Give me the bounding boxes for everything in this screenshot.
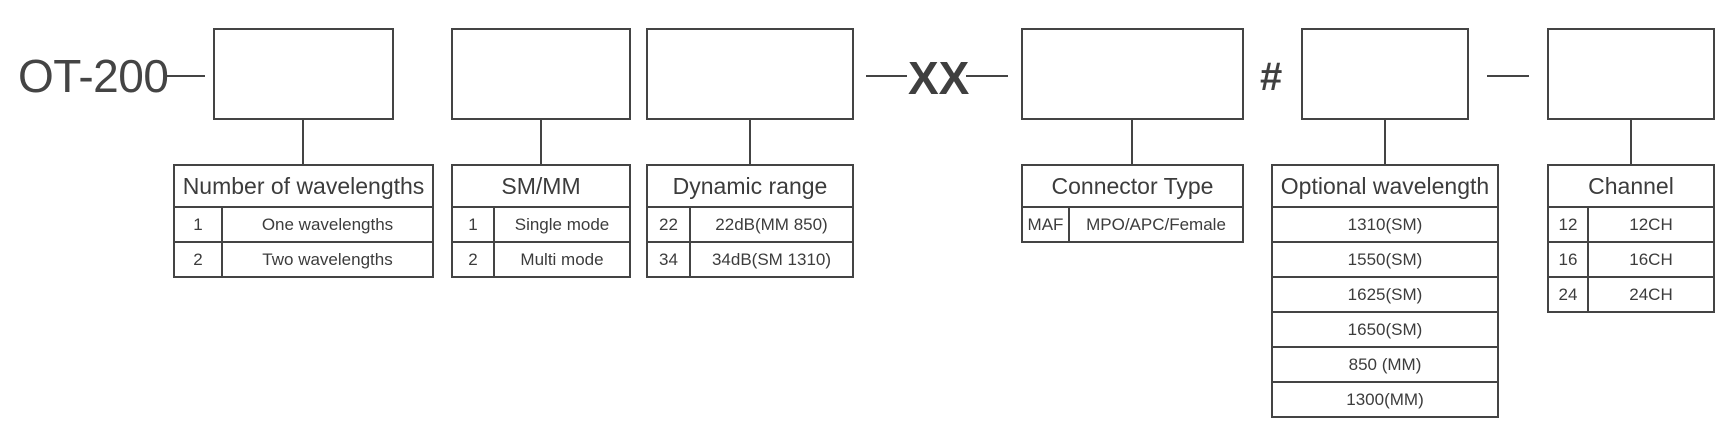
table-header: Connector Type bbox=[1021, 164, 1244, 208]
table-row: 1300(MM) bbox=[1271, 381, 1499, 418]
table-header: Channel bbox=[1547, 164, 1715, 208]
option-code: 12 bbox=[1547, 206, 1589, 243]
table-header: Dynamic range bbox=[646, 164, 854, 208]
slot-connector bbox=[1021, 28, 1244, 120]
option-code: 2 bbox=[451, 241, 495, 278]
table-row: 24 24CH bbox=[1547, 276, 1715, 313]
option-code: 16 bbox=[1547, 241, 1589, 278]
mode-table: SM/MM 1 Single mode 2 Multi mode bbox=[451, 164, 631, 278]
option-code: 24 bbox=[1547, 276, 1589, 313]
option-label: Single mode bbox=[493, 206, 631, 243]
drop-line bbox=[1131, 120, 1133, 164]
optional-wavelength-table: Optional wavelength 1310(SM) 1550(SM) 16… bbox=[1271, 164, 1499, 418]
option-label: 24CH bbox=[1587, 276, 1715, 313]
connector-line bbox=[866, 75, 907, 77]
wavelengths-table: Number of wavelengths 1 One wavelengths … bbox=[173, 164, 434, 278]
channel-table: Channel 12 12CH 16 16CH 24 24CH bbox=[1547, 164, 1715, 313]
option-label: 34dB(SM 1310) bbox=[689, 241, 854, 278]
dynamic-range-table: Dynamic range 22 22dB(MM 850) 34 34dB(SM… bbox=[646, 164, 854, 278]
option-label: MPO/APC/Female bbox=[1068, 206, 1244, 243]
connector-table: Connector Type MAF MPO/APC/Female bbox=[1021, 164, 1244, 243]
option-code: 1 bbox=[173, 206, 223, 243]
option-label: 1550(SM) bbox=[1271, 241, 1499, 278]
slot-optional-wavelength bbox=[1301, 28, 1469, 120]
table-header: Number of wavelengths bbox=[173, 164, 434, 208]
option-code: 1 bbox=[451, 206, 495, 243]
drop-line bbox=[1630, 120, 1632, 164]
separator-xx: XX bbox=[908, 52, 970, 104]
connector-line bbox=[966, 75, 1008, 77]
option-label: 1300(MM) bbox=[1271, 381, 1499, 418]
option-label: Multi mode bbox=[493, 241, 631, 278]
slot-mode bbox=[451, 28, 631, 120]
table-row: 1550(SM) bbox=[1271, 241, 1499, 278]
option-code: 2 bbox=[173, 241, 223, 278]
option-code: 22 bbox=[646, 206, 691, 243]
option-label: Two wavelengths bbox=[221, 241, 434, 278]
table-row: 1 Single mode bbox=[451, 206, 631, 243]
model-prefix: OT-200 bbox=[18, 50, 169, 102]
option-label: One wavelengths bbox=[221, 206, 434, 243]
table-row: 12 12CH bbox=[1547, 206, 1715, 243]
separator-hash: # bbox=[1260, 55, 1283, 99]
option-code: 34 bbox=[646, 241, 691, 278]
table-row: 1 One wavelengths bbox=[173, 206, 434, 243]
connector-line bbox=[1487, 75, 1529, 77]
option-label: 1625(SM) bbox=[1271, 276, 1499, 313]
table-row: 1310(SM) bbox=[1271, 206, 1499, 243]
table-row: 16 16CH bbox=[1547, 241, 1715, 278]
option-label: 1310(SM) bbox=[1271, 206, 1499, 243]
slot-wavelengths bbox=[213, 28, 394, 120]
table-header: SM/MM bbox=[451, 164, 631, 208]
option-code: MAF bbox=[1021, 206, 1070, 243]
drop-line bbox=[749, 120, 751, 164]
table-row: 2 Two wavelengths bbox=[173, 241, 434, 278]
table-row: 850 (MM) bbox=[1271, 346, 1499, 383]
option-label: 16CH bbox=[1587, 241, 1715, 278]
table-row: 1625(SM) bbox=[1271, 276, 1499, 313]
table-row: 22 22dB(MM 850) bbox=[646, 206, 854, 243]
drop-line bbox=[540, 120, 542, 164]
table-row: 1650(SM) bbox=[1271, 311, 1499, 348]
drop-line bbox=[1384, 120, 1386, 164]
option-label: 12CH bbox=[1587, 206, 1715, 243]
table-row: MAF MPO/APC/Female bbox=[1021, 206, 1244, 243]
table-header: Optional wavelength bbox=[1271, 164, 1499, 208]
option-label: 22dB(MM 850) bbox=[689, 206, 854, 243]
option-label: 850 (MM) bbox=[1271, 346, 1499, 383]
connector-line bbox=[164, 75, 205, 77]
drop-line bbox=[302, 120, 304, 164]
table-row: 2 Multi mode bbox=[451, 241, 631, 278]
option-label: 1650(SM) bbox=[1271, 311, 1499, 348]
slot-channel bbox=[1547, 28, 1715, 120]
table-row: 34 34dB(SM 1310) bbox=[646, 241, 854, 278]
slot-dynamic-range bbox=[646, 28, 854, 120]
